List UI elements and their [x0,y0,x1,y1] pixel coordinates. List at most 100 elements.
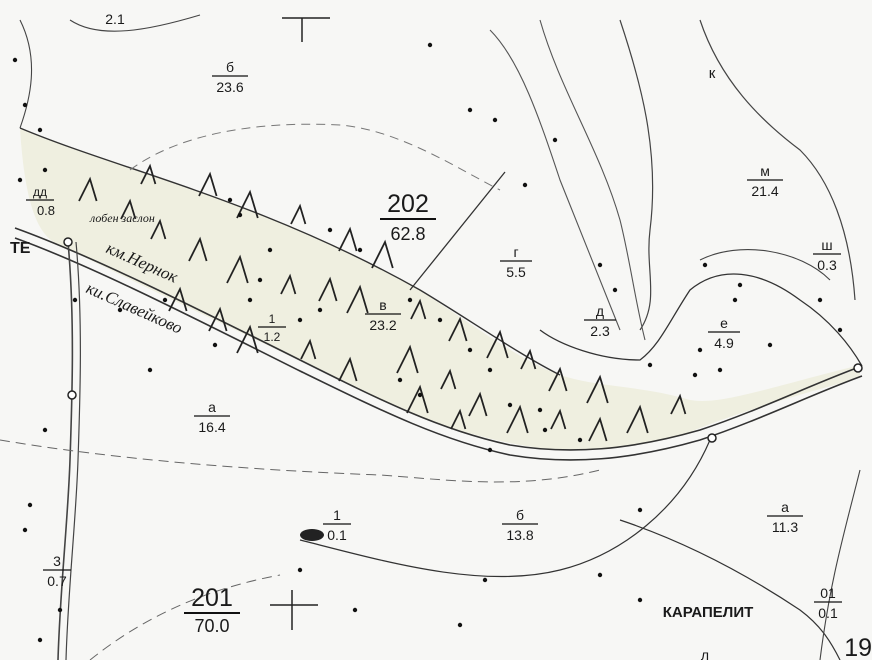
hatch-mark [506,404,529,434]
survey-cross-top [282,17,330,42]
plot-area: 23.2 [369,317,396,333]
dot-mark [597,262,603,268]
road-west-line [57,241,74,660]
boundary-d-east [539,273,863,367]
plot-letter: д [596,303,604,319]
boundary-gd [409,171,506,291]
dot-mark [467,347,473,353]
plot-area: 21.4 [751,183,778,199]
plot-label: в 23.2 [365,297,401,333]
plot-area: 23.6 [216,79,243,95]
junction-southwest [67,390,77,400]
plot-label: е 4.9 [708,315,740,351]
plot-letter: 01 [820,585,836,601]
plot-area: 1.2 [264,330,281,344]
dot-mark [552,137,558,143]
boundary-202-inner [129,123,501,191]
plot-label: 1 0.1 [323,507,351,543]
dot-mark [297,317,303,323]
plot-label: 3 0.7 [43,553,71,589]
boundary-east-edge [819,469,861,660]
road-upper-line [14,227,863,451]
dot-mark [637,597,643,603]
section-202-area: 62.8 [390,224,425,244]
hatch-mark [371,239,394,269]
dot-mark [327,227,333,233]
boundary-e-west [699,249,831,281]
dot-mark [732,297,738,303]
plot-letter: а [781,499,789,515]
hatch-mark [188,236,208,262]
plot-area: 0.8 [37,203,55,218]
dot-mark [697,347,703,353]
hatch-mark [198,171,218,197]
boundary-ravine-k [619,19,654,331]
plot-letter: г [513,244,518,260]
plot-letter: б [226,59,234,75]
hatch-mark [670,393,687,415]
dot-mark [22,102,28,108]
boundary-stream [489,29,621,331]
scatter-dots [12,42,843,643]
plot-letter: м [760,163,770,179]
dot-mark [522,182,528,188]
dot-mark [397,377,403,383]
plot-area: 2.3 [590,323,610,339]
dot-mark [482,577,488,583]
hatch-mark [300,338,317,360]
dot-mark [637,507,643,513]
place-name: КАРАПЕЛИТ [663,604,754,621]
dot-mark [492,117,498,123]
hatch-mark [168,286,188,312]
dot-mark [767,342,773,348]
dot-mark [577,437,583,443]
hatch-mark [338,356,358,382]
dot-mark [407,297,413,303]
plot-area: 0.1 [818,605,838,621]
plot-label: м 21.4 [747,163,783,199]
hatch-mark [280,273,297,295]
plot-label: б 13.8 [502,507,538,543]
boundary-k-ravine [539,19,646,341]
boundary-south-a [0,439,601,483]
hatch-mark [486,329,509,359]
dot-mark [487,447,493,453]
plot-area: 0.3 [817,257,837,273]
dot-mark [317,307,323,313]
hatch-mark [588,416,608,442]
hatch-mark [626,404,649,434]
plot-label: б 23.6 [212,59,248,95]
hatch-mark [120,198,137,220]
hatch-mark [468,391,488,417]
junction-west [63,237,73,247]
dot-mark [227,197,233,203]
section-201: 201 70.0 [184,584,240,636]
dot-mark [597,572,603,578]
dot-mark [162,297,168,303]
hatch-mark [550,408,567,430]
plot-letter: е [720,315,728,331]
dot-mark [837,327,843,333]
plot-label: 01 0.1 [814,585,842,621]
dot-mark [612,287,618,293]
dot-mark [42,427,48,433]
plot-label: а 11.3 [767,499,803,535]
dot-mark [487,367,493,373]
hatch-mark [548,366,568,392]
plot-label: ш 0.3 [813,237,841,273]
plot-label: дд 0.8 [26,185,55,218]
section-201-id: 201 [191,584,233,612]
hatch-mark [78,176,98,202]
boundary-202-north [19,127,561,376]
hatch-mark [150,218,167,240]
bottom-letter: л [701,647,709,660]
plot-letter: ш [821,237,832,253]
survey-cross-bottom [270,590,318,630]
dot-mark [212,342,218,348]
section-202-id: 202 [387,190,429,218]
dot-mark [27,502,33,508]
pond-marker [300,529,324,541]
te-label: ТЕ [10,240,31,257]
dot-mark [267,247,273,253]
